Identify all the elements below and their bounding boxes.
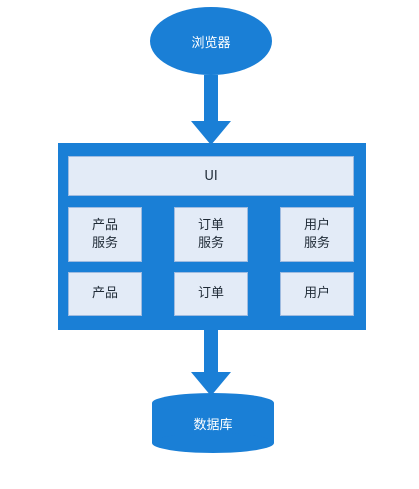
ui-layer-box: UI [68,156,354,196]
data-box-order: 订单 [174,272,248,316]
service-box-line2: 服务 [197,235,224,251]
service-box-product: 产品 服务 [68,207,142,262]
service-box-line2: 服务 [91,235,118,251]
data-box-user: 用户 [280,272,354,316]
data-box-label: 用户 [303,286,330,301]
arrow-app-to-db-head [191,372,231,396]
service-box-user: 用户 服务 [280,207,354,262]
database-top [152,393,274,413]
service-box-line1: 产品 [91,217,118,233]
arrow-browser-to-app-shaft [204,75,218,121]
database-bottom [152,433,274,453]
browser-label: 浏览器 [191,35,231,51]
database-label: 数据库 [193,417,233,433]
data-box-label: 产品 [91,286,118,301]
service-box-line2: 服务 [303,235,330,251]
arrow-app-to-db-shaft [204,330,218,372]
arrow-browser-to-app-head [191,121,231,145]
data-box-product: 产品 [68,272,142,316]
browser-node: 浏览器 [150,7,272,75]
database-label-wrap: 数据库 [152,393,274,453]
database-node: 数据库 [152,393,274,453]
service-box-line1: 订单 [197,217,224,233]
service-box-line1: 用户 [303,217,330,233]
ui-layer-label: UI [204,168,218,184]
data-box-label: 订单 [197,286,224,301]
service-box-order: 订单 服务 [174,207,248,262]
